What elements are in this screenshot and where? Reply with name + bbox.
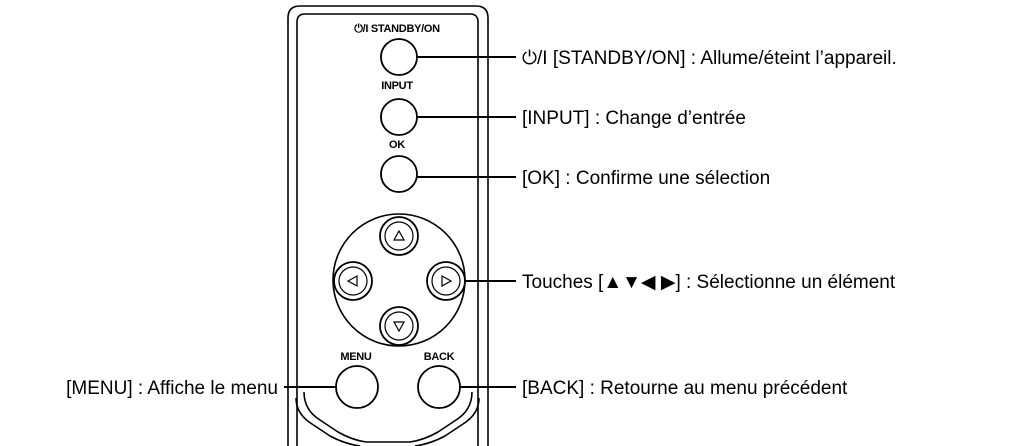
down-arrow-icon xyxy=(392,321,406,333)
standby-callout: ⏻/I [STANDBY/ON] : Allume/éteint l’appar… xyxy=(522,48,897,69)
arrows-callout: Touches [▲▼◀ ▶] : Sélectionne un élément xyxy=(522,272,896,293)
right-arrow-icon xyxy=(441,274,453,288)
right-button[interactable] xyxy=(426,261,466,301)
ok-button[interactable] xyxy=(380,155,418,193)
down-button[interactable] xyxy=(379,306,419,346)
left-arrow-icon xyxy=(346,274,358,288)
input-button-label: INPUT xyxy=(381,80,413,92)
direction-pad xyxy=(332,213,466,347)
back-callout: [BACK] : Retourne au menu précédent xyxy=(522,378,848,399)
ok-callout: [OK] : Confirme une sélection xyxy=(522,168,770,189)
input-button[interactable] xyxy=(380,98,418,136)
up-arrow-icon xyxy=(392,229,406,241)
standby-button[interactable] xyxy=(380,38,418,76)
left-button[interactable] xyxy=(333,261,373,301)
standby-button-label: ⏻/I STANDBY/ON xyxy=(354,22,440,35)
back-button-label: BACK xyxy=(424,351,455,363)
menu-button[interactable] xyxy=(335,365,379,409)
up-button[interactable] xyxy=(379,216,419,256)
input-callout: [INPUT] : Change d’entrée xyxy=(522,108,746,129)
ok-button-label: OK xyxy=(389,139,405,151)
remote-body xyxy=(287,5,489,446)
menu-button-label: MENU xyxy=(340,351,372,363)
menu-callout: [MENU] : Affiche le menu xyxy=(66,378,278,399)
back-button[interactable] xyxy=(417,365,461,409)
